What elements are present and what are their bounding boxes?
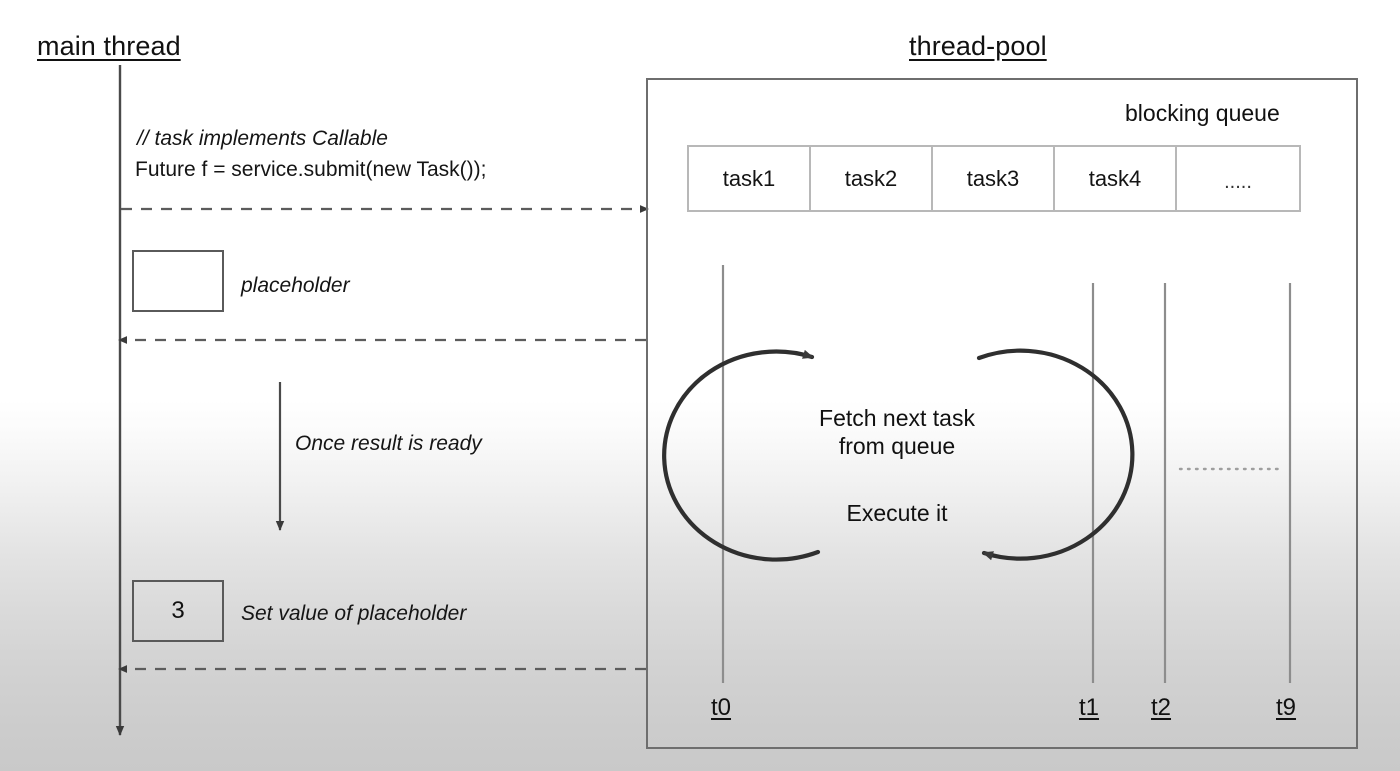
- placeholder-note: placeholder: [241, 274, 350, 297]
- code-submit-statement: Future f = service.submit(new Task());: [135, 158, 487, 181]
- placeholder-box: [132, 250, 224, 312]
- loop-fetch-line1: Fetch next task: [819, 405, 975, 431]
- queue-cell-task4: task4: [1055, 147, 1177, 210]
- blocking-queue-label: blocking queue: [1125, 100, 1280, 126]
- thread-label-t9: t9: [1276, 694, 1297, 721]
- code-comment-line: // task implements Callable: [137, 127, 388, 150]
- loop-execute-text: Execute it: [846, 500, 948, 526]
- thread-pool-container: [646, 78, 1358, 749]
- queue-cell-overflow: .....: [1224, 171, 1252, 193]
- result-value-box: 3: [132, 580, 224, 642]
- queue-cell-task2: task2: [811, 147, 933, 210]
- loop-fetch-text: Fetch next task from queue: [797, 404, 997, 460]
- thread-label-t1: t1: [1079, 694, 1100, 721]
- queue-cell-task1: task1: [689, 147, 811, 210]
- queue-cell-task3: task3: [933, 147, 1055, 210]
- thread-label-t2: t2: [1151, 694, 1172, 721]
- once-result-ready-note: Once result is ready: [295, 432, 482, 455]
- result-value-text: 3: [171, 597, 185, 624]
- loop-fetch-line2: from queue: [838, 433, 956, 460]
- set-value-note: Set value of placeholder: [241, 602, 467, 625]
- thread-pool-title: thread-pool: [909, 31, 1047, 61]
- blocking-queue-table: task1 task2 task3 task4 .....: [687, 145, 1301, 212]
- thread-label-t0: t0: [711, 694, 732, 721]
- main-thread-title: main thread: [37, 31, 181, 61]
